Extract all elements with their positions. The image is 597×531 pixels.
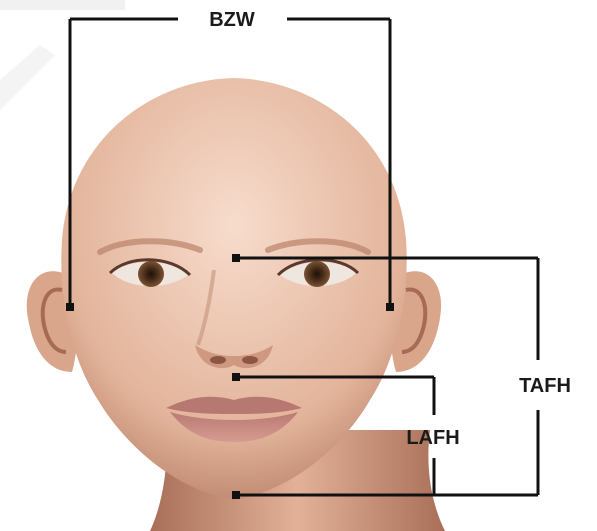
left-iris bbox=[138, 261, 164, 287]
tafh-label: TAFH bbox=[519, 375, 571, 397]
bzw-right-point bbox=[386, 303, 394, 311]
corner-shade bbox=[0, 0, 125, 10]
bzw-label: BZW bbox=[209, 9, 255, 31]
right-iris bbox=[304, 261, 330, 287]
nasion-point bbox=[232, 254, 240, 262]
left-nostril bbox=[210, 356, 226, 364]
right-brow bbox=[265, 238, 371, 255]
tafh-bracket bbox=[236, 256, 540, 497]
bzw-left-point bbox=[66, 303, 74, 311]
left-brow bbox=[97, 238, 203, 255]
upper-lip bbox=[166, 396, 302, 414]
right-nostril bbox=[242, 356, 258, 364]
nose-bridge-shadow bbox=[196, 269, 216, 346]
corner-shade-diagonal bbox=[0, 45, 55, 110]
lafh-bracket bbox=[236, 375, 436, 495]
left-ear-inner bbox=[40, 287, 67, 354]
right-ear-inner bbox=[401, 287, 428, 354]
head bbox=[61, 78, 407, 500]
right-eyelid bbox=[276, 258, 360, 277]
menton-point bbox=[232, 491, 240, 499]
subnasale-point bbox=[232, 373, 240, 381]
left-eyelid bbox=[108, 258, 192, 277]
lafh-label: LAFH bbox=[406, 427, 459, 449]
lower-lip bbox=[170, 412, 298, 442]
